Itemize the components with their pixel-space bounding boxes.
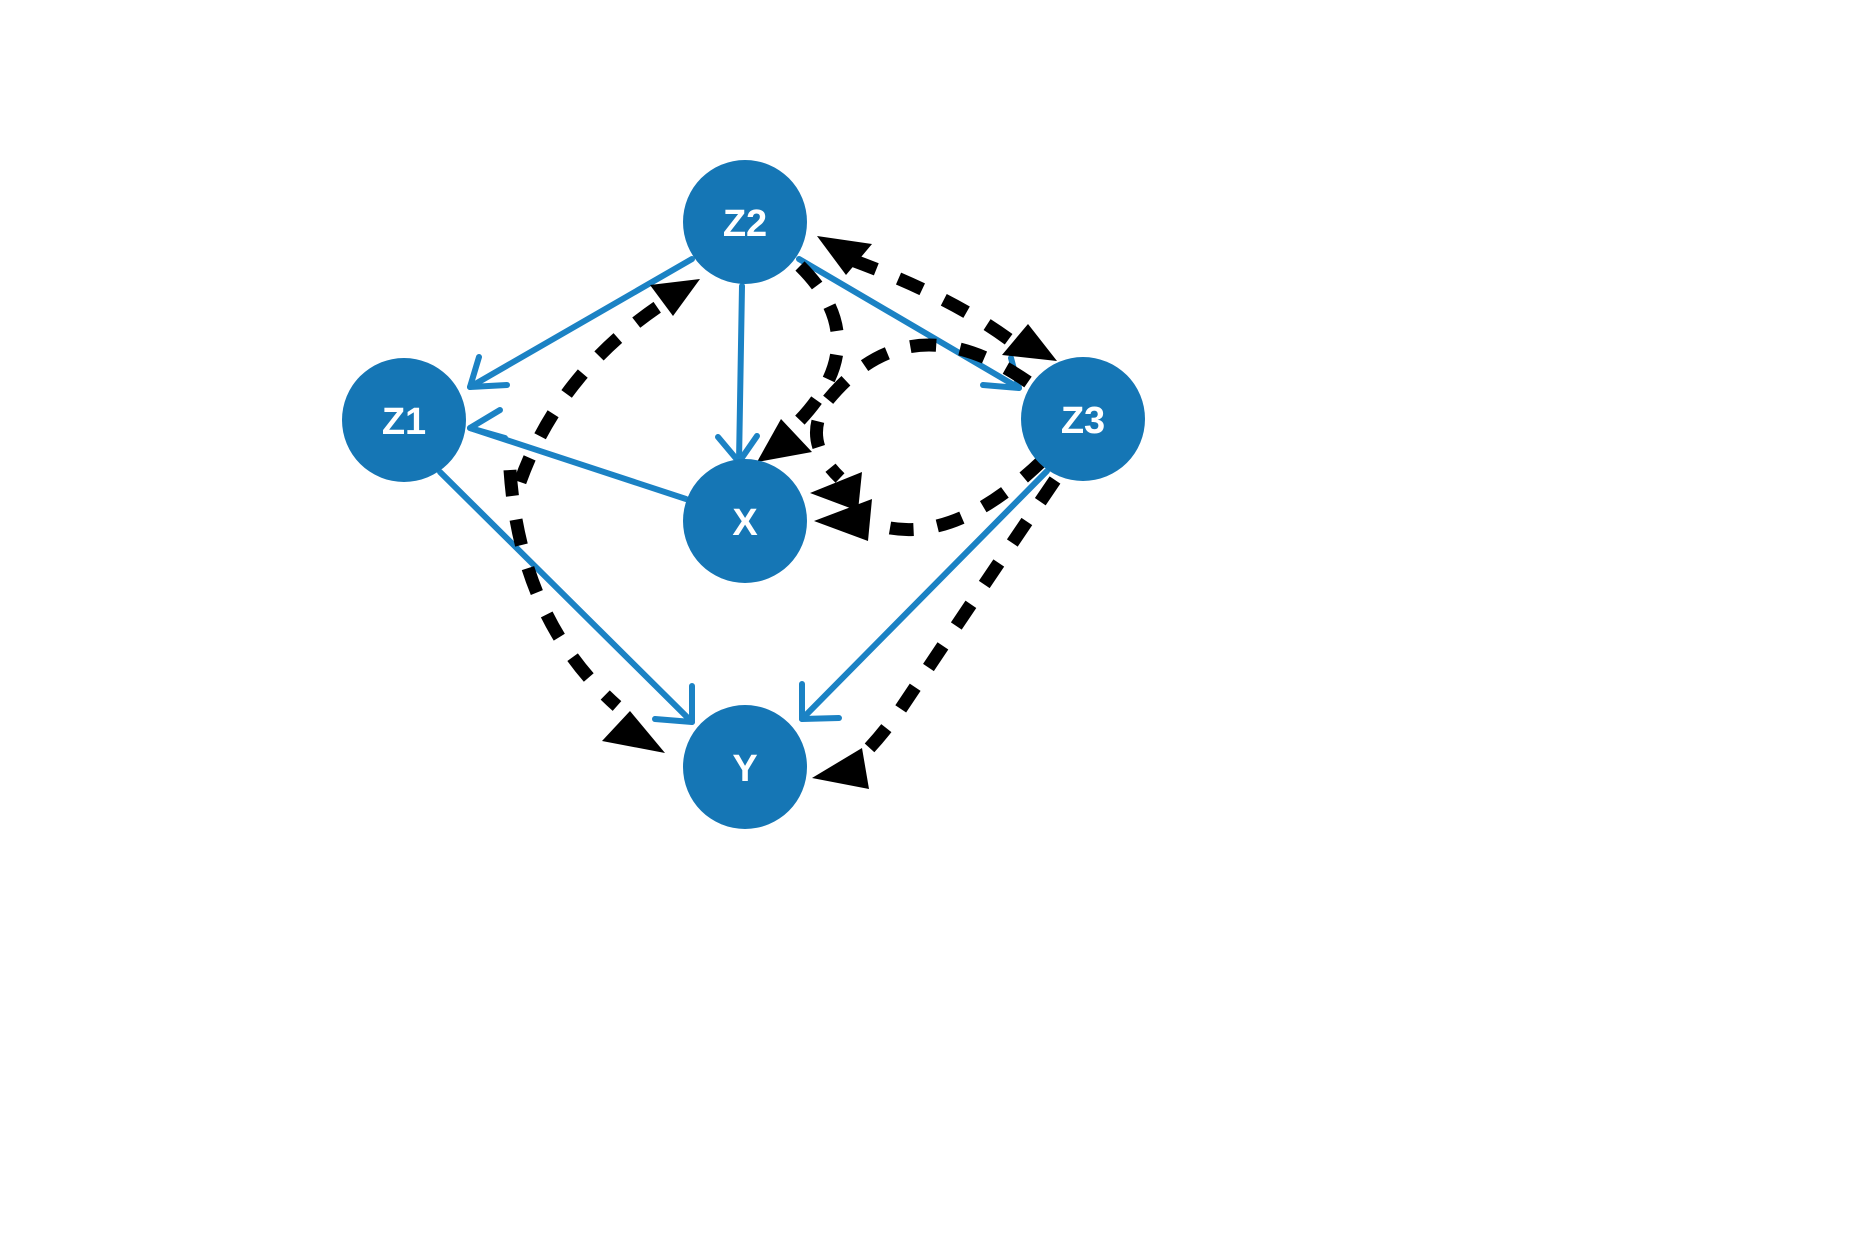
node-group: Z2 Z1 Z3 X Y (342, 160, 1145, 829)
estimated-edge-z1-to-y (503, 469, 665, 753)
node-z2-circle[interactable] (683, 160, 807, 284)
node-y[interactable]: Y (683, 705, 807, 829)
node-x[interactable]: X (683, 459, 807, 583)
node-z1[interactable]: Z1 (342, 358, 466, 482)
node-z3-circle[interactable] (1021, 357, 1145, 481)
estimated-edge-z1-to-z2 (513, 279, 700, 485)
estimated-edge-group (503, 236, 1061, 789)
node-z3-label: Z3 (1061, 400, 1105, 442)
estimated-edge-z2-to-z3-bidirected (817, 236, 1057, 361)
node-y-label: Y (732, 748, 757, 790)
node-z1-label: Z1 (382, 401, 426, 443)
node-z2[interactable]: Z2 (683, 160, 807, 284)
node-z2-label: Z2 (723, 203, 767, 245)
node-z3[interactable]: Z3 (1021, 357, 1145, 481)
true-edge-z3-to-y (799, 468, 1050, 722)
node-x-label: X (732, 502, 758, 544)
node-x-circle[interactable] (683, 459, 807, 583)
true-edge-group (437, 256, 1050, 725)
true-edge-x-to-z1 (467, 407, 689, 502)
estimated-edge-z2-to-x (757, 261, 845, 462)
true-edge-z1-to-y (437, 469, 695, 725)
node-y-circle[interactable] (683, 705, 807, 829)
true-edge-z2-to-x (715, 283, 760, 465)
node-z1-circle[interactable] (342, 358, 466, 482)
estimated-edge-z3-to-x-lower (814, 455, 1048, 541)
estimated-edge-z3-to-x-upper (809, 338, 1032, 511)
estimated-edge-z3-to-y (812, 476, 1061, 789)
true-edge-z2-to-z1 (467, 256, 695, 390)
